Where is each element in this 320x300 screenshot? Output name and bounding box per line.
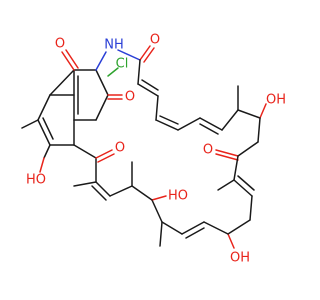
bond [137, 83, 159, 97]
bond [155, 95, 159, 121]
label-oh-bottom: OH [230, 251, 250, 266]
bond [37, 94, 51, 121]
bond [177, 117, 201, 131]
label-oh-middle: HO [168, 189, 188, 204]
bond [49, 69, 75, 96]
bond-carbonyl [95, 149, 113, 159]
bond [227, 219, 251, 235]
bond [203, 221, 229, 235]
bond-carbonyl [65, 49, 79, 69]
bond [237, 175, 255, 191]
bond [237, 141, 259, 157]
bond [95, 69, 109, 96]
bond-carbonyl [215, 153, 239, 161]
label-o-quinone-top: O [55, 37, 65, 52]
bond [185, 227, 205, 239]
bond [221, 109, 239, 131]
bond [155, 119, 179, 131]
bond-hydroxyl [227, 233, 235, 249]
bond [237, 109, 261, 119]
bond-hydroxyl [39, 157, 45, 173]
label-nh: NH [104, 38, 124, 53]
label-o-quinone-right: O [125, 90, 135, 105]
label-oh-phenol: HO [26, 173, 46, 188]
bond-hydroxyl [259, 103, 267, 119]
bond-layer [21, 45, 267, 249]
bond [199, 123, 219, 135]
bond [159, 221, 163, 247]
bond [217, 179, 235, 191]
bond-carbonyl [97, 153, 115, 163]
label-oh-right: OH [266, 93, 286, 108]
bond [42, 117, 54, 140]
bond [161, 221, 183, 235]
bond-amide [117, 49, 141, 61]
bond-carbonyl [61, 51, 75, 71]
bond [37, 119, 51, 146]
molecular-structure-diagram: NH Cl O O O HO O O OH HO OH [21, 33, 286, 266]
bond [73, 181, 97, 187]
bond [73, 144, 97, 159]
bond [131, 185, 153, 201]
bond-hydroxyl [151, 195, 167, 201]
bond-amide [95, 51, 107, 71]
bond [137, 59, 141, 85]
bond [151, 199, 163, 223]
bond [43, 144, 51, 159]
bond [199, 117, 223, 131]
bond [233, 179, 253, 197]
label-o-amide: O [150, 33, 160, 48]
bond-carbonyl [143, 47, 155, 63]
bond [159, 115, 179, 125]
label-cl: Cl [116, 57, 129, 72]
bond [141, 79, 159, 91]
bond [95, 181, 111, 197]
bond [21, 119, 39, 129]
atom-label-layer: NH Cl O O O HO O O OH HO OH [26, 33, 286, 266]
bond [95, 94, 109, 121]
bond-carbonyl [215, 149, 239, 157]
label-o-ketone-ring: O [203, 143, 213, 158]
label-o-ketone-aryl: O [115, 141, 125, 156]
bond-chloro [107, 67, 119, 77]
bond [257, 117, 261, 143]
bond [181, 221, 205, 235]
bond-carbonyl [139, 45, 151, 61]
bond [109, 185, 133, 197]
bond [91, 185, 107, 201]
bond [249, 195, 253, 221]
bond [233, 155, 239, 181]
